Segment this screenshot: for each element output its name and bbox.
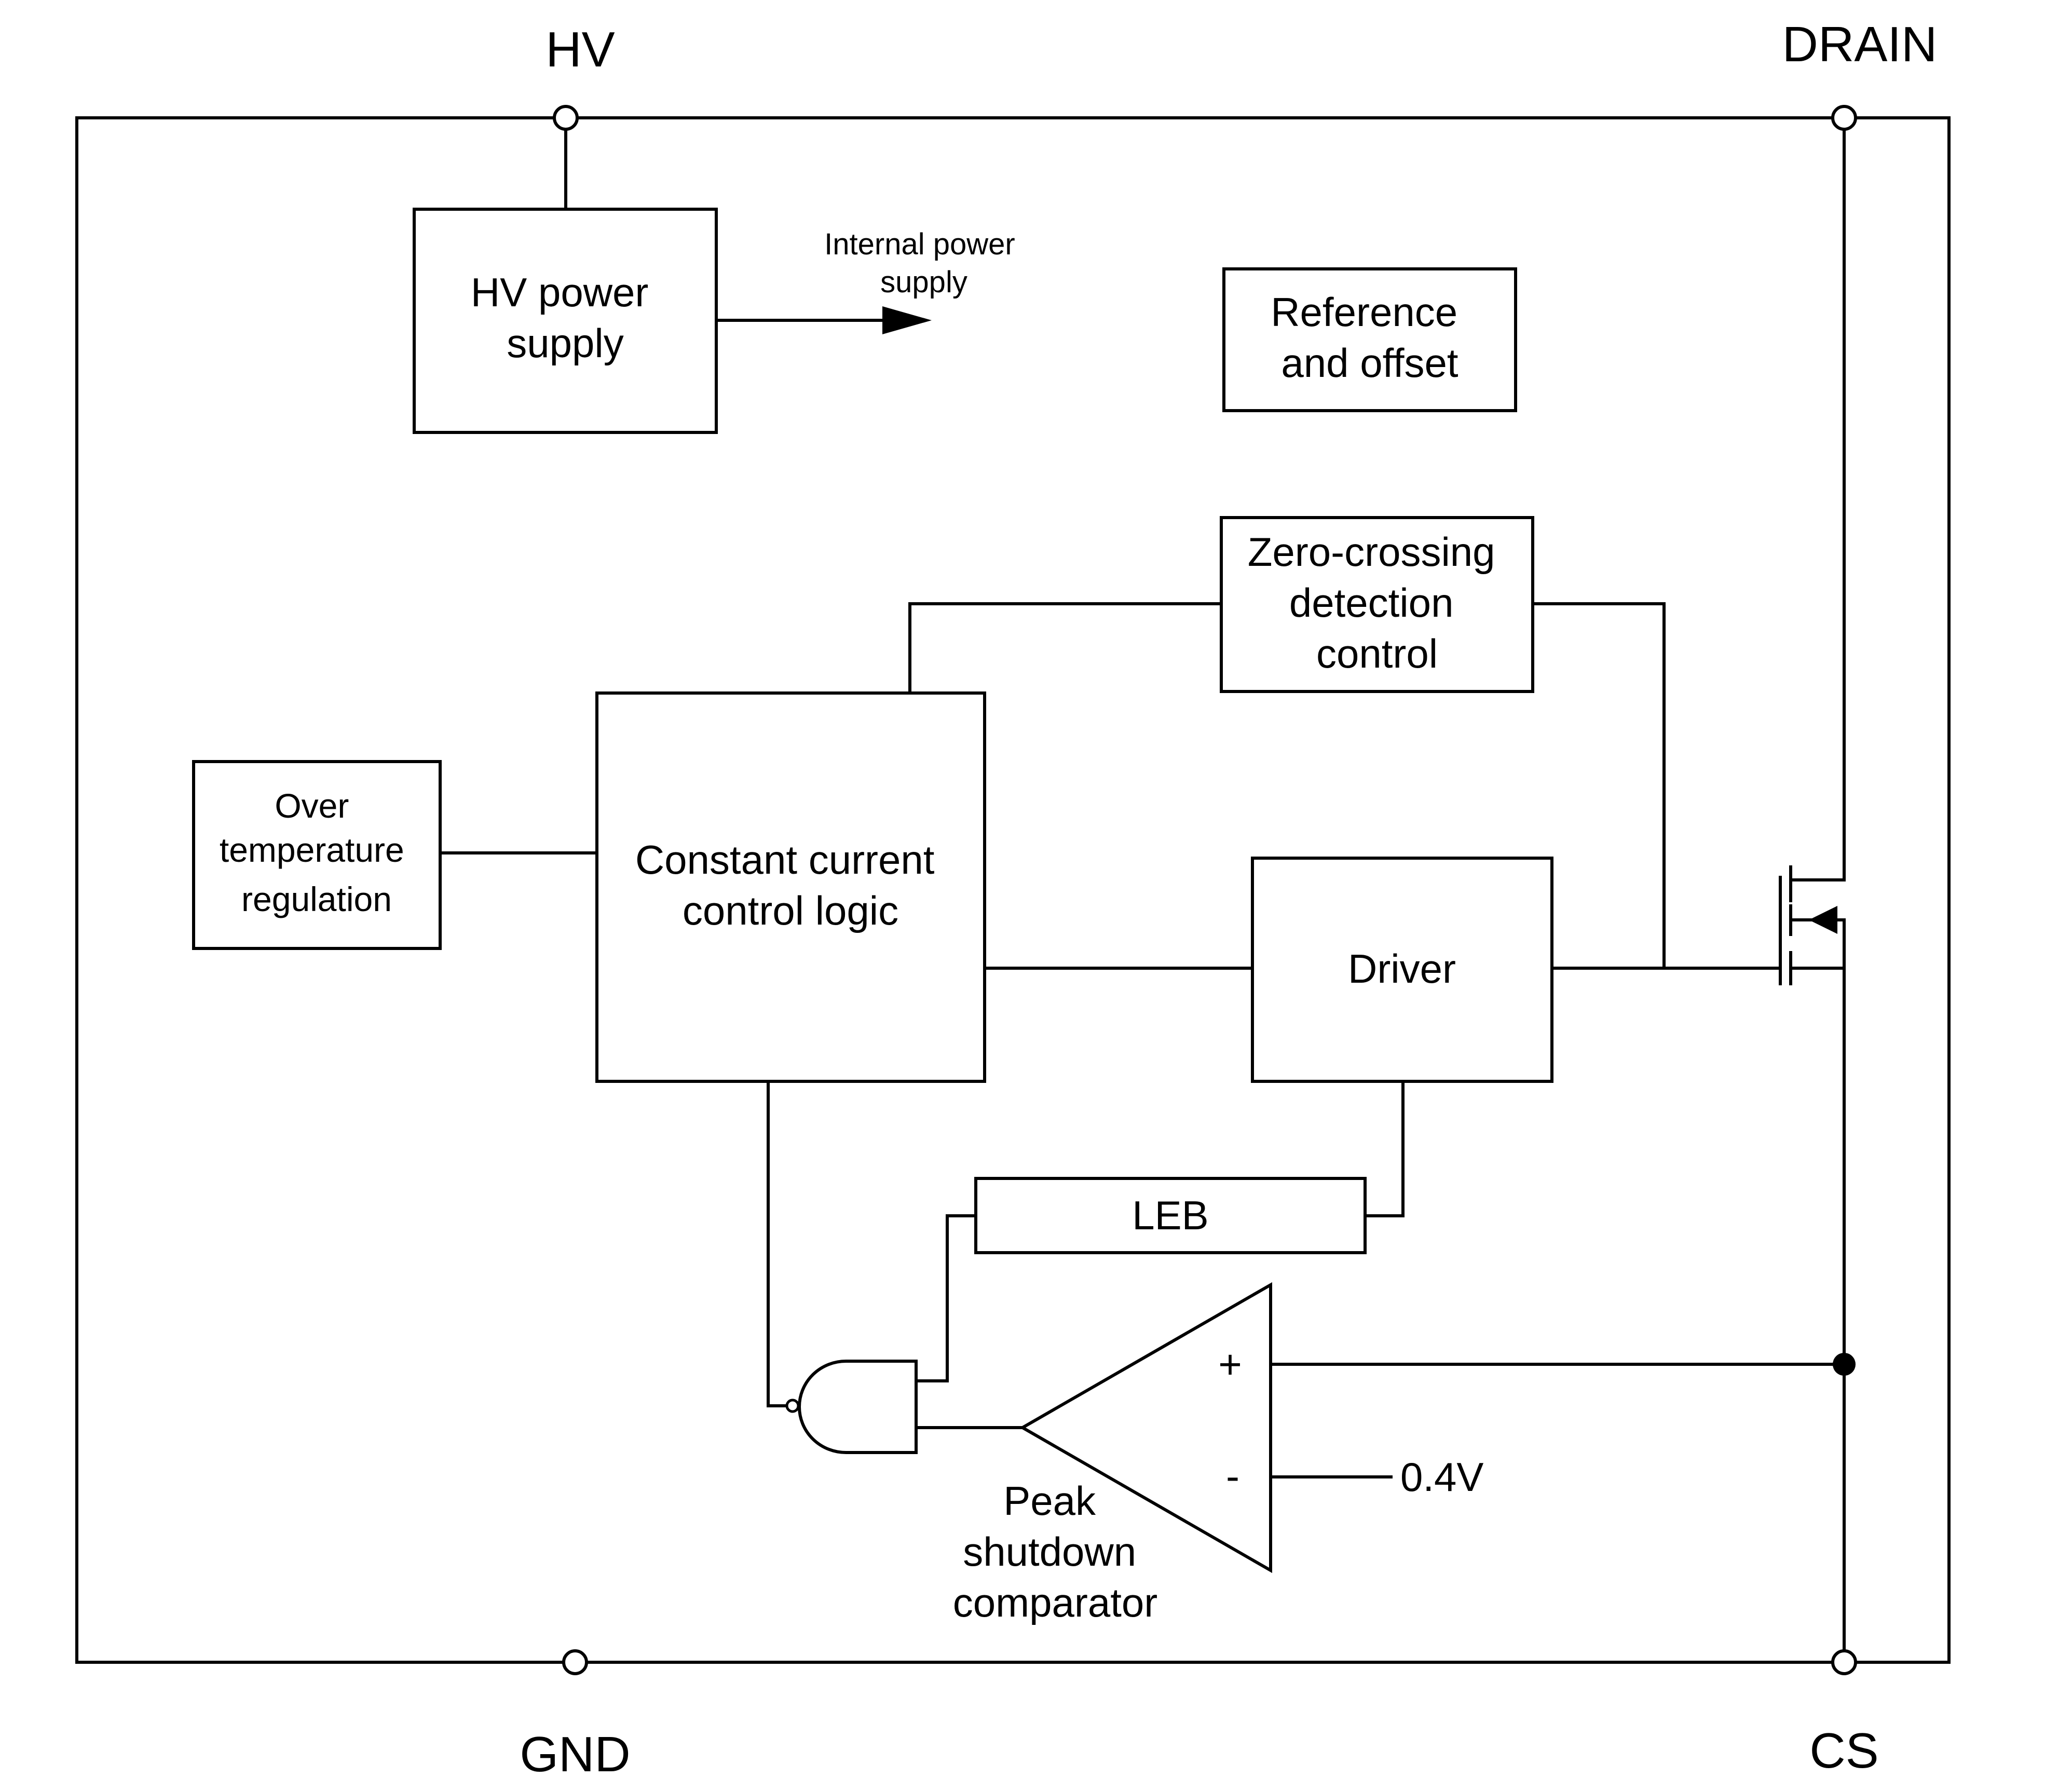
junction-dot	[1833, 1353, 1856, 1376]
chip-outline	[75, 116, 1951, 1664]
drain-pin-label: DRAIN	[1782, 17, 1938, 72]
comparator-minus: -	[1226, 1453, 1239, 1499]
gnd-pin	[562, 1649, 588, 1675]
zero-crossing-label: Zero-crossing detection control	[1248, 529, 1506, 676]
over-temp-label: Over temperature regulation	[220, 786, 414, 918]
wire-driver-to-leb	[1364, 1080, 1405, 1217]
drain-pin	[1831, 105, 1857, 131]
leb-box	[974, 1177, 1367, 1254]
wire-logic-to-and	[767, 1080, 788, 1407]
mosfet-icon	[1779, 865, 1846, 985]
hv-power-supply-box	[413, 208, 718, 434]
hv-power-supply-label: HV power supply	[471, 269, 660, 366]
comparator-plus: +	[1218, 1341, 1242, 1387]
driver-box	[1251, 857, 1553, 1083]
hv-pin	[553, 105, 579, 131]
zero-crossing-box	[1220, 516, 1534, 693]
driver-label: Driver	[1348, 946, 1456, 992]
ref-voltage-label: 0.4V	[1400, 1454, 1483, 1500]
internal-power-label: Internal power supply	[824, 227, 1024, 299]
gnd-pin-label: GND	[520, 1727, 630, 1782]
wire-zcd-to-gate	[1531, 602, 1666, 970]
cc-logic-box	[595, 691, 986, 1083]
hv-pin-label: HV	[546, 22, 615, 77]
wire-zcd-to-logic	[908, 602, 1223, 695]
cs-pin	[1831, 1649, 1857, 1675]
arrow-internal-power-icon	[882, 306, 932, 334]
wire-leb-to-and	[915, 1214, 977, 1382]
comparator-label: Peak shutdown comparator	[953, 1478, 1158, 1625]
and-gate-icon	[785, 1360, 918, 1454]
reference-offset-box	[1222, 267, 1517, 412]
cc-logic-label: Constant current control logic	[635, 837, 946, 933]
comparator-icon	[1019, 1282, 1272, 1573]
leb-label: LEB	[1132, 1192, 1208, 1238]
cs-pin-label: CS	[1809, 1723, 1878, 1779]
over-temp-box	[192, 760, 442, 950]
reference-offset-label: Reference and offset	[1271, 289, 1469, 386]
